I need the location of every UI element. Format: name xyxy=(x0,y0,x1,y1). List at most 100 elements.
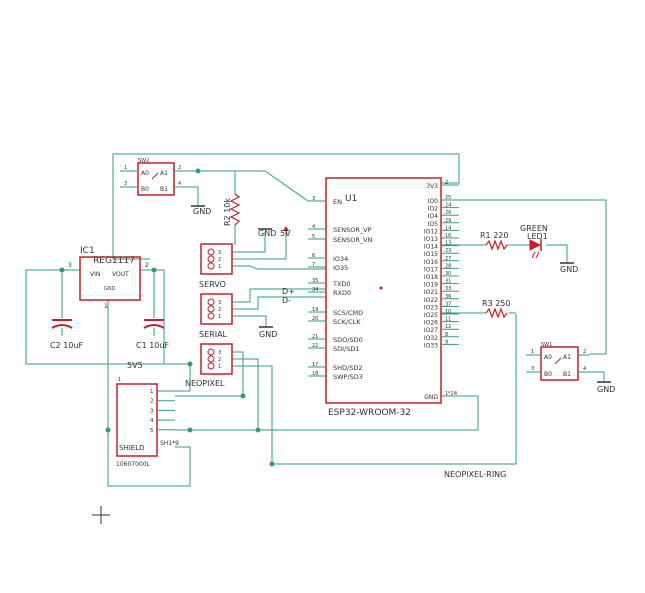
esp32-pin-label: GND xyxy=(424,394,438,401)
boot-switch-b0: B0 xyxy=(544,371,552,378)
esp32-pin-num: 3 xyxy=(312,196,315,202)
connector-pin-num: 3 xyxy=(218,300,221,306)
servo-connector[interactable]: 3 2 1 SERVO xyxy=(199,243,233,289)
shield-marker: 1 xyxy=(118,377,121,383)
boot-switch-pin: 4 xyxy=(583,366,586,372)
esp32-pin-label: IO14 xyxy=(424,244,438,251)
boot-switch-a0: A0 xyxy=(544,354,552,361)
shield-pin-num: 2 xyxy=(150,399,154,405)
reset-switch-pin: 4 xyxy=(178,181,181,187)
wire-serial-2 xyxy=(232,296,326,310)
supply-5v: 5V xyxy=(280,226,291,238)
esp32-pin-label: SDO/SD0 xyxy=(333,336,363,344)
connector-pin-num: 2 xyxy=(218,257,221,263)
boot-switch-ref: SW1 xyxy=(541,342,552,348)
esp32-pin-num: 26 xyxy=(445,210,451,216)
esp32-pin-label: SCS/CMD xyxy=(333,309,363,317)
resistor-r1[interactable]: R1 220 xyxy=(480,231,508,251)
esp32-pin-label: SENSOR_VN xyxy=(333,236,373,244)
esp32-pin-num: 22 xyxy=(312,343,318,349)
junction xyxy=(240,393,246,399)
resistor-zigzag xyxy=(485,307,508,319)
reset-switch-pin: 1 xyxy=(124,165,127,171)
led-triangle xyxy=(529,239,542,251)
esp32-pin-num: 5 xyxy=(312,234,315,240)
regulator-vin: VIN xyxy=(90,271,100,278)
wire-shield-sh xyxy=(107,430,191,487)
boot-switch[interactable]: SW1 A0 A1 B0 B1 1 2 3 4 xyxy=(526,342,590,381)
wire-neo-2 xyxy=(232,358,259,430)
boot-switch-pin: 1 xyxy=(531,349,534,355)
capacitor-c2[interactable]: C2 10uF xyxy=(50,319,83,350)
esp32-pin-label: IO21 xyxy=(424,289,438,296)
wire-esp-gnd xyxy=(190,395,479,431)
esp32-pin-num: 29 xyxy=(445,218,451,224)
wire-reset-to-en xyxy=(183,170,326,202)
neopixel-connector[interactable]: 3 2 1 NEOPIXEL xyxy=(185,343,233,388)
esp32-module[interactable]: U1 ESP32-WROOM-32 EN3SENSOR_VP4SENSOR_VN… xyxy=(308,177,459,418)
wire-servo-2 xyxy=(232,236,287,260)
resistor-r3[interactable]: R3 250 xyxy=(482,299,510,319)
gnd-symbols xyxy=(191,205,611,383)
gnd-label: GND xyxy=(259,330,277,339)
gnd-labels: GND GND GND GND GND xyxy=(193,207,615,394)
wire-serial-1 xyxy=(232,288,326,303)
esp32-pin-label: 3V3 xyxy=(426,183,438,190)
esp32-pin-label: RXD0 xyxy=(333,289,351,297)
led-green[interactable]: GREEN LED1 xyxy=(520,224,548,259)
wire-servo-3 xyxy=(232,265,326,270)
esp32-pin-label: IO15 xyxy=(424,251,438,258)
resistor-r1-label: R1 220 xyxy=(480,231,508,240)
shield-pin-num: 5 xyxy=(150,428,154,434)
esp32-pin-num: 1*24 xyxy=(445,391,457,397)
esp32-pin-label: IO16 xyxy=(424,259,438,266)
shield-pin-num: 4 xyxy=(150,418,154,424)
led-ref: LED1 xyxy=(527,232,548,241)
junction xyxy=(187,361,193,367)
esp32-pin-num: 2 xyxy=(445,180,448,186)
esp32-pin-num: 28 xyxy=(445,263,451,269)
wire-shield-1 xyxy=(175,364,191,392)
connector-pin xyxy=(207,312,215,320)
serial-connector[interactable]: 3 2 1 SERIAL xyxy=(199,293,233,339)
esp32-pin-num: 31 xyxy=(445,279,451,285)
esp32-pin-label: IO13 xyxy=(424,236,438,243)
reset-switch-a0: A0 xyxy=(141,170,149,177)
esp32-pin-label: SWP/SD3 xyxy=(333,373,363,381)
reset-switch[interactable]: SW2 A0 A1 B0 B1 1 2 3 4 xyxy=(120,158,183,196)
resistor-zigzag xyxy=(485,239,508,251)
shield-pin-num: 3 xyxy=(150,408,154,414)
net-d-plus: D+ xyxy=(282,287,295,296)
esp32-pin-num: 27 xyxy=(445,256,451,262)
net-neopixel-ring: NEOPIXEL-RING xyxy=(444,470,506,479)
wire-servo-1 xyxy=(232,232,266,253)
reset-switch-a1: A1 xyxy=(160,170,168,177)
wire-reset-gnd xyxy=(183,186,199,206)
led-arrow xyxy=(535,251,540,259)
led-arrow xyxy=(531,251,536,259)
esp32-ref: U1 xyxy=(345,194,357,204)
connector-pin xyxy=(207,348,215,356)
connector-pin-num: 1 xyxy=(218,264,221,270)
boot-switch-contact xyxy=(554,357,562,365)
resistor-r2[interactable]: R2 10k xyxy=(223,193,241,226)
esp32-pin-num: 4 xyxy=(312,224,315,230)
regulator-pin1: 1 xyxy=(104,303,108,310)
connector-pin xyxy=(207,262,215,270)
junction xyxy=(269,461,275,467)
regulator-ref: IC1 xyxy=(80,246,95,256)
servo-connector-body xyxy=(200,243,233,275)
wire-3v3-top-loop xyxy=(112,153,460,260)
esp32-pin-num: 20 xyxy=(312,316,318,322)
esp32-pin-num: 16 xyxy=(445,233,451,239)
wire-boot-gnd xyxy=(578,371,605,382)
esp32-pin-num: 23 xyxy=(445,248,451,254)
esp32-pin-num: 18 xyxy=(312,371,318,377)
esp32-pin-label: IO12 xyxy=(424,228,438,235)
capacitor-c1[interactable]: C1 10uF xyxy=(136,319,169,350)
capacitor-c1-label: C1 10uF xyxy=(136,341,169,350)
esp32-pin-num: 35 xyxy=(312,278,318,284)
regulator[interactable]: IC1 REG1117 VIN VOUT GND 3 2 1 xyxy=(68,246,149,310)
